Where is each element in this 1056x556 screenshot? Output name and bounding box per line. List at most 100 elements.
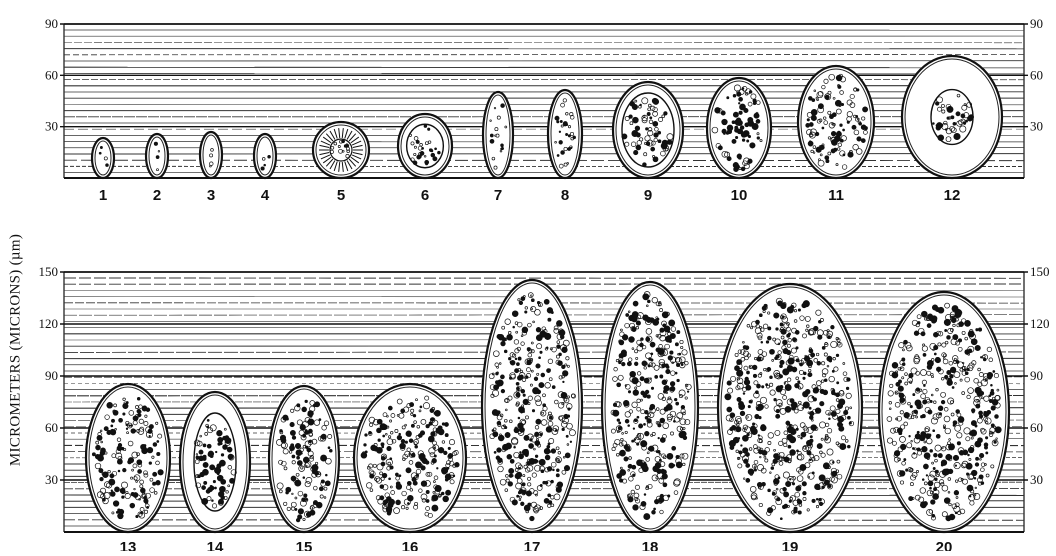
specimen-grain <box>985 437 987 439</box>
specimen-grain <box>131 429 136 434</box>
specimen-grain <box>515 369 519 373</box>
specimen-grain <box>548 443 550 445</box>
specimen-grain <box>863 107 868 112</box>
specimen-grain <box>859 122 862 125</box>
specimen-grain <box>735 136 737 138</box>
specimen-grain <box>837 403 842 408</box>
specimen-grain <box>100 477 104 481</box>
specimen-grain <box>945 329 947 331</box>
specimen-grain <box>849 422 851 424</box>
specimen-grain <box>823 463 829 469</box>
specimen-grain <box>648 365 650 367</box>
specimen-grain <box>547 445 550 448</box>
specimen-grain <box>149 435 151 437</box>
specimen-grain <box>796 359 799 362</box>
specimen-grain <box>540 351 542 353</box>
specimen-grain <box>991 406 995 410</box>
specimen-grain <box>547 467 552 472</box>
specimen-grain <box>536 364 540 368</box>
specimen-grain <box>515 473 520 478</box>
specimen-grain <box>662 142 668 148</box>
specimen-grain <box>772 492 775 495</box>
specimen-grain <box>126 424 128 426</box>
specimen-grain <box>562 371 568 377</box>
specimen-grain <box>544 498 549 503</box>
specimen-grain <box>568 148 571 151</box>
specimen-grain <box>675 372 677 374</box>
specimen-grain <box>445 434 448 437</box>
specimen-grain <box>310 415 313 418</box>
specimen-grain <box>824 379 827 382</box>
specimen-grain <box>809 349 813 353</box>
specimen-grain <box>137 460 142 465</box>
specimen-grain <box>636 321 640 325</box>
specimen-grain <box>507 454 512 459</box>
specimen-grain <box>210 465 215 470</box>
specimen-grain <box>798 381 800 383</box>
specimen-grain <box>740 104 746 110</box>
specimen-grain <box>428 436 434 442</box>
specimen-grain <box>817 444 822 449</box>
specimen-grain <box>497 380 503 386</box>
specimen-grain <box>560 335 564 339</box>
specimen-grain <box>947 336 951 340</box>
specimen-grain <box>516 393 520 397</box>
left-tick-label: 30 <box>45 472 58 487</box>
specimen-grain <box>822 127 824 129</box>
specimen-grain <box>202 457 206 461</box>
specimen-grain <box>767 367 771 371</box>
specimen-grain <box>130 503 135 508</box>
specimen-grain <box>315 402 320 407</box>
specimen-grain <box>536 419 541 424</box>
specimen-grain <box>861 139 865 143</box>
specimen-grain <box>319 487 323 491</box>
specimen-grain <box>113 501 119 507</box>
specimen-grain <box>964 369 966 371</box>
specimen-grain <box>816 498 818 500</box>
specimen-grain <box>633 428 635 430</box>
specimen-grain <box>910 405 912 407</box>
specimen-grain <box>971 470 977 476</box>
specimen-grain <box>737 92 741 96</box>
specimen-grain <box>955 465 957 467</box>
specimen-grain <box>146 408 150 412</box>
specimen-grain <box>619 422 621 424</box>
specimen-grain <box>942 469 948 475</box>
specimen-grain <box>687 391 689 393</box>
specimen-grain <box>218 443 221 446</box>
specimen-grain <box>637 443 639 445</box>
specimen-grain <box>302 407 307 412</box>
specimen-grain <box>767 336 771 340</box>
specimen-grain <box>990 391 994 395</box>
specimen-grain <box>961 114 965 118</box>
specimen-grain <box>773 479 779 485</box>
specimen-grain <box>137 397 140 400</box>
specimen-grain <box>933 430 935 432</box>
specimen-grain <box>551 449 556 454</box>
specimen-grain <box>826 160 829 163</box>
specimen-grain <box>492 410 498 416</box>
specimen-grain <box>789 479 791 481</box>
specimen-grain <box>99 469 103 473</box>
specimen-label-5: 5 <box>337 187 345 204</box>
specimen-grain <box>806 123 810 127</box>
specimen-grain <box>529 444 534 449</box>
specimen-grain <box>737 370 743 376</box>
specimen-grain <box>215 451 217 453</box>
specimen-grain <box>536 327 541 332</box>
specimen-grain <box>516 363 519 366</box>
specimen-grain <box>518 423 524 429</box>
specimen-grain <box>923 353 926 356</box>
specimen-grain <box>950 374 954 378</box>
specimen-grain <box>796 347 798 349</box>
specimen-grain <box>976 329 978 331</box>
specimen-grain <box>759 314 762 317</box>
specimen-grain <box>828 484 831 487</box>
specimen-grain <box>407 495 413 501</box>
specimen-grain <box>381 443 384 446</box>
specimen-grain <box>766 384 768 386</box>
specimen-grain <box>935 478 938 481</box>
specimen-grain <box>522 327 528 333</box>
specimen-grain <box>753 374 756 377</box>
specimen-grain <box>431 418 434 421</box>
